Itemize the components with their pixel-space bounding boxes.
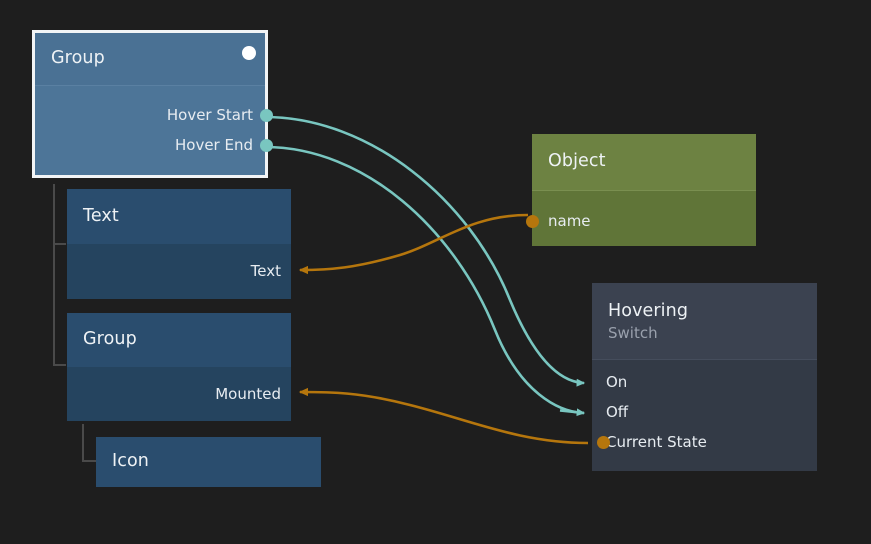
node-hovering-switch[interactable]: Hovering Switch On Off Current State (592, 283, 817, 471)
port-dot-orange[interactable] (597, 435, 610, 449)
port-dot-teal[interactable] (260, 108, 273, 122)
tree-connector-vertical-sub (82, 424, 84, 462)
port-row-mounted[interactable]: Mounted (215, 384, 281, 404)
node-title: Group (51, 48, 105, 69)
node-header[interactable]: Object (532, 134, 756, 190)
port-label: On (606, 373, 628, 391)
node-header[interactable]: Hovering Switch (592, 283, 817, 359)
node-header[interactable]: Group (35, 33, 265, 85)
node-title: Object (548, 151, 606, 172)
node-text[interactable]: Text Text (67, 189, 291, 299)
port-row-current-state[interactable]: Current State (597, 432, 707, 452)
port-label: Mounted (215, 385, 281, 403)
port-label: Hover End (174, 136, 253, 154)
node-group-child[interactable]: Group Mounted (67, 313, 291, 421)
tree-connector-branch-icon (82, 460, 96, 462)
node-body: Text (67, 244, 291, 299)
port-label: Current State (606, 433, 707, 451)
port-row-off[interactable]: Off (606, 402, 628, 422)
port-label: Hover Start (166, 106, 253, 124)
tree-connector-branch-group (53, 364, 66, 366)
node-body: Mounted (67, 367, 291, 421)
wire-hover-end-to-off-head (559, 408, 586, 417)
node-header[interactable]: Icon (96, 437, 321, 487)
tree-connector-branch-text (53, 243, 66, 245)
port-row-name[interactable]: name (526, 211, 591, 231)
node-title: Icon (112, 451, 149, 472)
port-label: Off (606, 403, 629, 421)
port-label: name (548, 212, 591, 230)
port-label: Text (250, 262, 281, 280)
node-title: Hovering (608, 301, 689, 322)
node-body: On Off Current State (592, 359, 817, 471)
wire-state-to-mounted (298, 387, 589, 445)
selection-dot[interactable] (242, 46, 256, 60)
node-body: Hover Start Hover End (35, 85, 273, 175)
tree-connector-vertical-main (53, 184, 55, 366)
node-body: name (526, 190, 756, 246)
node-group-root[interactable]: Group Hover Start Hover End (32, 30, 273, 178)
node-object[interactable]: Object name (526, 134, 756, 246)
node-header[interactable]: Group (67, 313, 291, 367)
port-dot-teal[interactable] (260, 138, 273, 152)
port-dot-orange[interactable] (526, 214, 539, 228)
port-row-on[interactable]: On (606, 372, 627, 392)
node-icon[interactable]: Icon (96, 437, 321, 487)
port-row-hover-end[interactable]: Hover End (174, 135, 273, 155)
node-title: Text (83, 205, 119, 226)
wire-name-to-text (298, 213, 529, 275)
node-header[interactable]: Text (67, 189, 291, 244)
port-row-text-in[interactable]: Text (251, 261, 281, 281)
node-subtitle: Switch (608, 323, 658, 342)
port-row-hover-start[interactable]: Hover Start (166, 105, 273, 125)
node-title: Group (83, 329, 137, 350)
